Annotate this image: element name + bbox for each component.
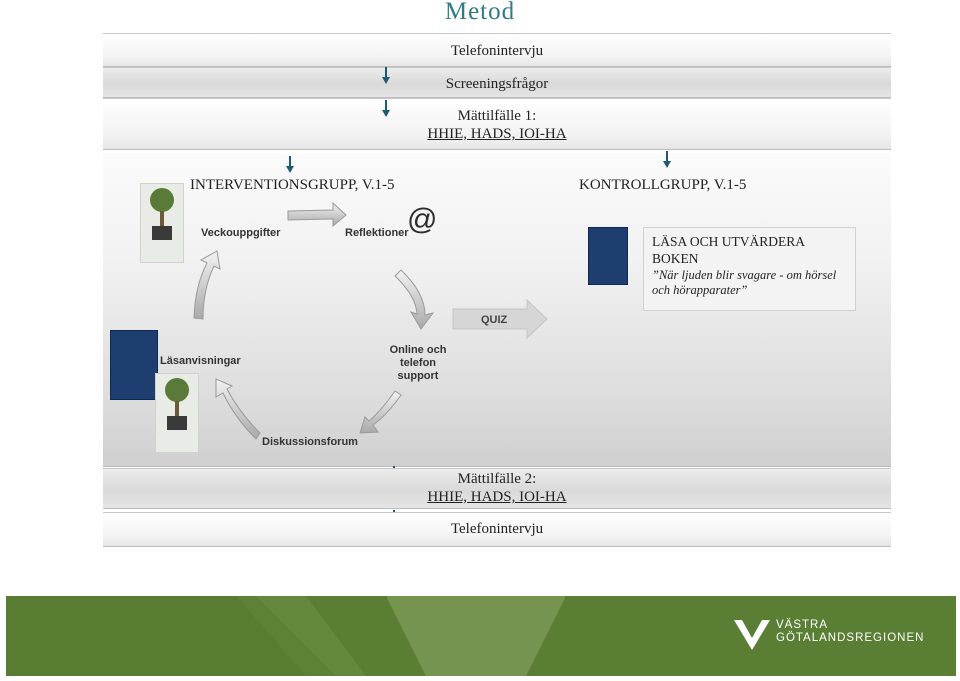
cycle-arrow-icon	[193, 250, 221, 320]
book-cover-image	[110, 330, 158, 400]
measurement-1-instruments: HHIE, HADS, IOI-HA	[427, 126, 567, 142]
control-box-line-2: BOKEN	[652, 250, 699, 266]
reading-instructions-label: Läsanvisningar	[160, 355, 241, 367]
vgr-logo-line-2: GÖTALANDSREGIONEN	[776, 632, 925, 645]
measurement-1-title: Mättilfälle 1:	[457, 108, 537, 124]
intervention-group-label: INTERVENTIONSGRUPP, V.1-5	[190, 177, 395, 193]
cycle-arrow-icon	[394, 269, 435, 330]
discussion-forum-label: Diskussionsforum	[262, 436, 358, 448]
cycle-arrow-icon	[287, 201, 347, 228]
control-book-title-2: och hörapparater”	[652, 283, 748, 298]
weekly-tasks-label: Veckouppgifter	[201, 227, 281, 239]
measurement-2-instruments: HHIE, HADS, IOI-HA	[427, 489, 567, 505]
flow-arrow-icon	[382, 100, 390, 118]
phone-interview-label-top: Telefonintervju	[450, 43, 544, 59]
page-title: Metod	[444, 0, 516, 25]
cycle-arrow-icon	[359, 390, 402, 434]
online-support-line-3: support	[397, 370, 439, 382]
screening-label: Screeningsfrågor	[445, 76, 549, 92]
online-support-line-2: telefon	[399, 357, 437, 369]
flow-arrow-icon	[286, 156, 294, 174]
measurement-2-band: Mättilfälle 2: HHIE, HADS, IOI-HA	[103, 468, 891, 509]
flow-arrow-icon	[663, 151, 671, 169]
phone-interview-band-bottom: Telefonintervju	[103, 512, 891, 547]
measurement-2-title: Mättilfälle 2:	[457, 471, 537, 487]
online-support-line-1: Online och	[389, 344, 447, 356]
footer-decoration	[6, 596, 566, 676]
phone-interview-label-bottom: Telefonintervju	[450, 521, 544, 537]
reflections-label: Reflektioner	[345, 227, 409, 239]
email-at-icon: @	[407, 203, 438, 236]
cycle-arrow-icon	[215, 378, 261, 440]
vgr-logo-line-1: VÄSTRA	[776, 619, 829, 631]
vgr-logo-text: VÄSTRA GÖTALANDSREGIONEN	[776, 619, 924, 645]
footer-banner: VÄSTRA GÖTALANDSREGIONEN	[6, 596, 956, 676]
quiz-label: QUIZ	[481, 314, 508, 326]
quiz-arrow-icon	[452, 298, 548, 340]
cycle-diagram	[193, 201, 548, 440]
control-group-label: KONTROLLGRUPP, V.1-5	[579, 177, 747, 193]
flow-arrow-icon	[382, 67, 390, 85]
tree-book-image	[155, 373, 199, 453]
screening-band: Screeningsfrågor	[103, 67, 891, 98]
online-support-label: Online och telefon support	[378, 344, 458, 383]
control-book-cover-image	[588, 227, 628, 285]
tree-book-image	[140, 183, 184, 263]
control-book-title-1: ”När ljuden blir svagare - om hörsel	[652, 267, 837, 282]
control-box-line-1: LÄSA OCH UTVÄRDERA	[652, 234, 806, 249]
control-info-box: LÄSA OCH UTVÄRDERA BOKEN ”När ljuden bli…	[643, 227, 856, 311]
measurement-1-band: Mättilfälle 1: HHIE, HADS, IOI-HA	[103, 98, 891, 150]
vgr-logo-icon	[734, 620, 770, 650]
phone-interview-band-top: Telefonintervju	[103, 33, 891, 67]
